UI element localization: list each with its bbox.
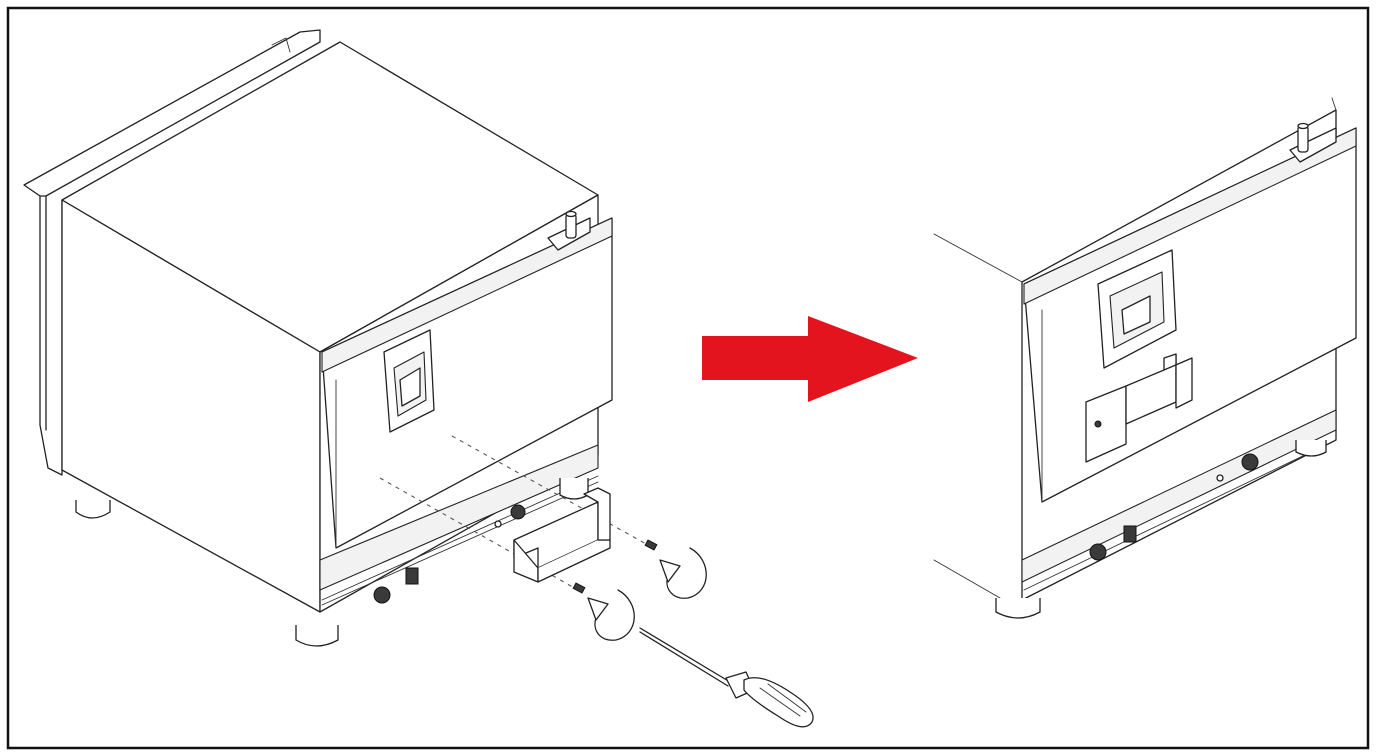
rotate-clockwise-icon <box>587 547 707 641</box>
screwdriver-icon <box>639 627 814 728</box>
mounting-bracket <box>513 487 611 583</box>
diagram-frame <box>6 6 1370 750</box>
oven-before-illustration <box>23 29 613 647</box>
right-arrow-icon <box>702 316 918 402</box>
oven-after-illustration <box>933 97 1357 619</box>
screw-icon <box>572 539 658 594</box>
